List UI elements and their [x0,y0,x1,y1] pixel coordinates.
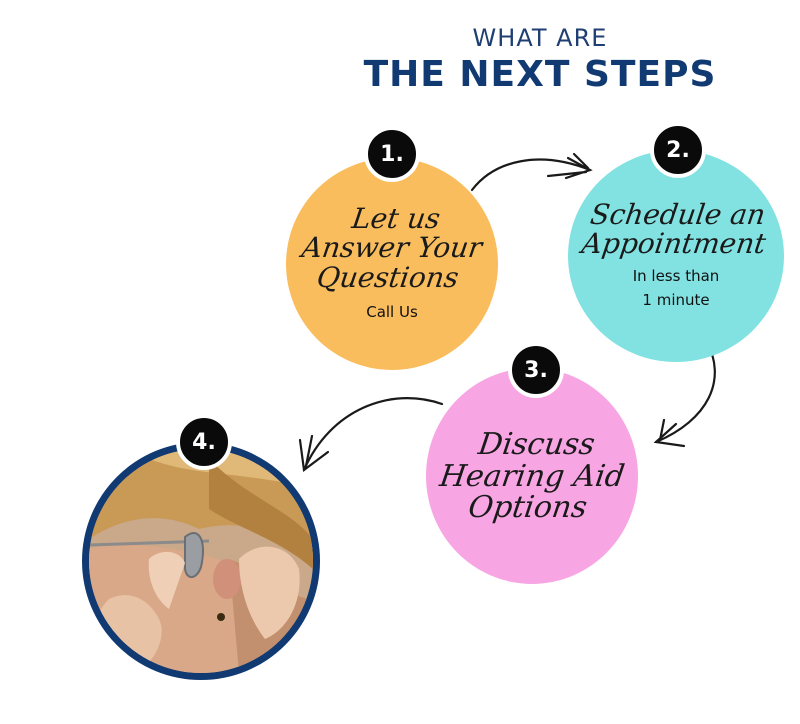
step-3-line-3: Options [466,489,590,525]
step-1-line-3: Questions [314,260,461,294]
step-4-circle[interactable] [82,442,320,680]
step-2-circle[interactable]: Schedule an Appointment In less than 1 m… [568,150,784,362]
step-1-heading: Let us Answer Your Questions [296,201,488,294]
step-1-line-1: Let us [349,201,443,235]
arrow-step2-to-step3-head [653,418,686,448]
step-1-caption[interactable]: Call Us [366,303,418,322]
step-3-badge: 3. [508,342,564,398]
arrow-step1-to-step2-head [546,152,593,180]
step-2-heading: Schedule an Appointment [579,197,772,260]
step-3-circle[interactable]: Discuss Hearing Aid Options [426,368,638,584]
arrow-step1-to-step2 [470,158,592,192]
arrow-step3-to-step4 [302,397,444,472]
step-4-badge: 4. [176,414,232,470]
step-3-line-1: Discuss [476,426,597,462]
step-2-caption[interactable]: In less than 1 minute [633,264,720,312]
step-2-caption-line-2: 1 minute [642,291,710,310]
arrow-step3-to-step4-head [298,434,330,473]
hearing-aid-fitting-photo [89,449,313,673]
step-1-circle[interactable]: Let us Answer Your Questions Call Us [286,158,498,370]
page-title: THE NEXT STEPS [363,54,717,95]
header-subtitle: WHAT ARE [472,24,608,52]
step-1-line-2: Answer Your [299,231,485,265]
step-1-badge: 1. [364,126,420,182]
step-3-heading: Discuss Hearing Aid Options [433,426,631,525]
step-3-line-2: Hearing Aid [437,458,627,494]
step-2-badge: 2. [650,122,706,178]
step-2-line-2: Appointment [579,227,769,260]
step-2-line-1: Schedule an [588,197,768,231]
step-2-caption-line-1: In less than [632,267,720,286]
